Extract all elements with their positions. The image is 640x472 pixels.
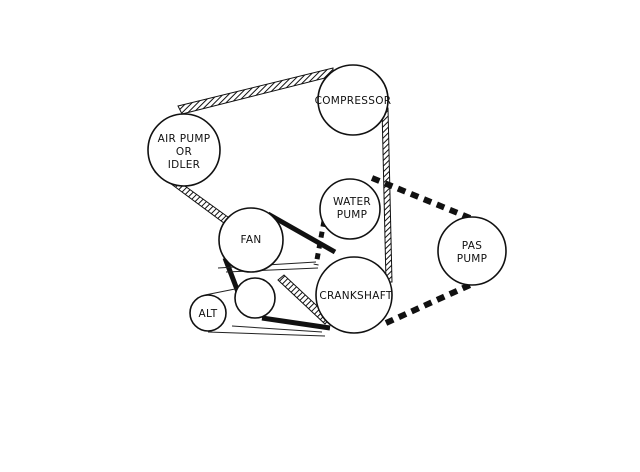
compressor-label: COMPRESSOR — [315, 95, 392, 107]
crankshaft-pulley: CRANKSHAFT — [315, 256, 393, 334]
compressor-pulley: COMPRESSOR — [315, 64, 392, 136]
air-pump-label-line1: AIR PUMP — [158, 133, 211, 145]
fan-pulley: FAN — [218, 207, 284, 273]
pas-pump-label-line1: PAS — [462, 240, 482, 252]
air-pump-label-line3: IDLER — [168, 159, 200, 171]
crankshaft-label: CRANKSHAFT — [319, 290, 392, 302]
air-pump-label-line2: OR — [176, 146, 192, 158]
alternator-pulley: ALT — [189, 294, 227, 332]
pas-pump-label-line2: PUMP — [457, 253, 488, 265]
air-pump-pulley: AIR PUMP OR IDLER — [147, 113, 221, 187]
solid-belt — [222, 211, 337, 331]
water-pump-label-line2: PUMP — [337, 209, 368, 221]
dashed-belt — [313, 175, 472, 326]
alt-label: ALT — [199, 308, 218, 320]
idler-pulley — [234, 277, 276, 319]
fan-label: FAN — [240, 234, 261, 246]
water-pump-label-line1: WATER — [333, 196, 371, 208]
pas-pump-pulley: PAS PUMP — [437, 216, 507, 286]
water-pump-pulley: WATER PUMP — [319, 178, 381, 240]
